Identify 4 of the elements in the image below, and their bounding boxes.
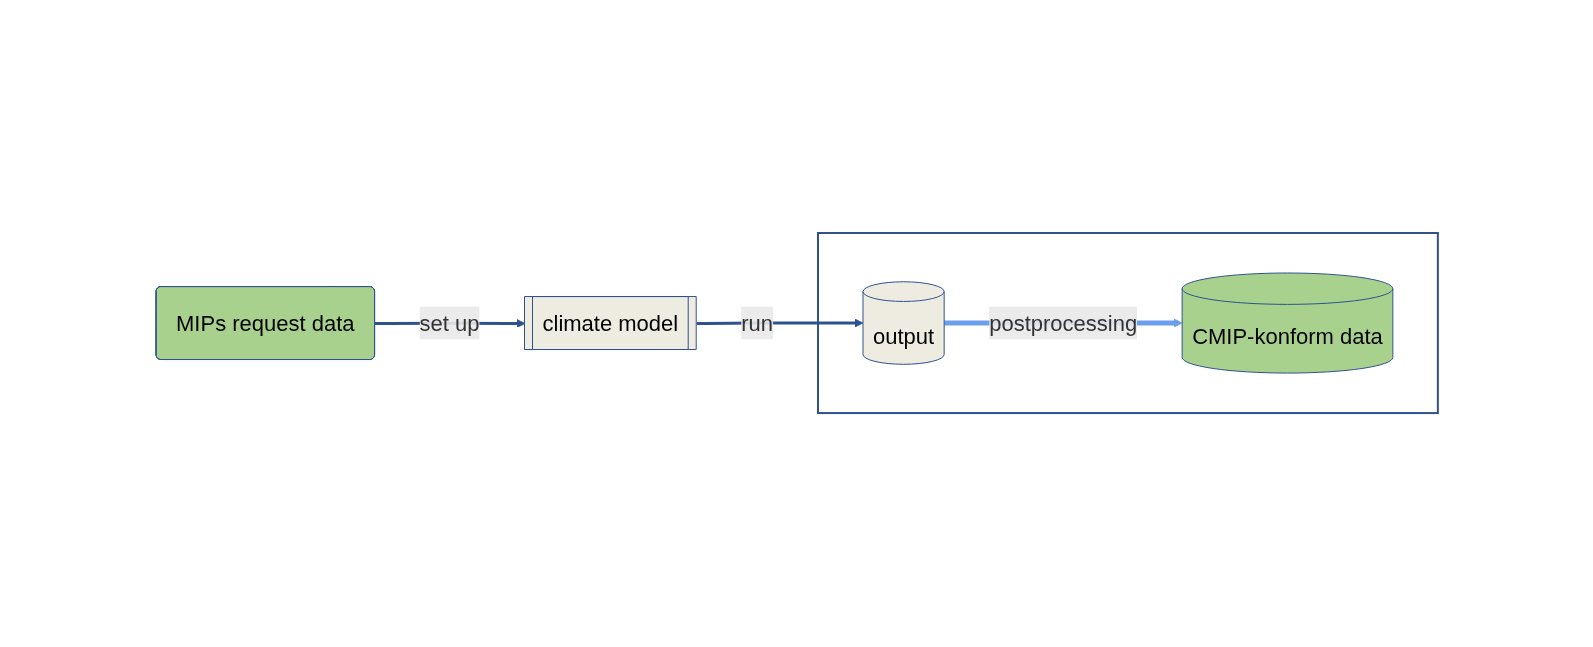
cluster bbox=[816, 232, 1439, 415]
edge-label: set up bbox=[419, 311, 480, 336]
edge-label: run bbox=[740, 311, 773, 336]
edge-label: postprocessing bbox=[988, 311, 1137, 336]
